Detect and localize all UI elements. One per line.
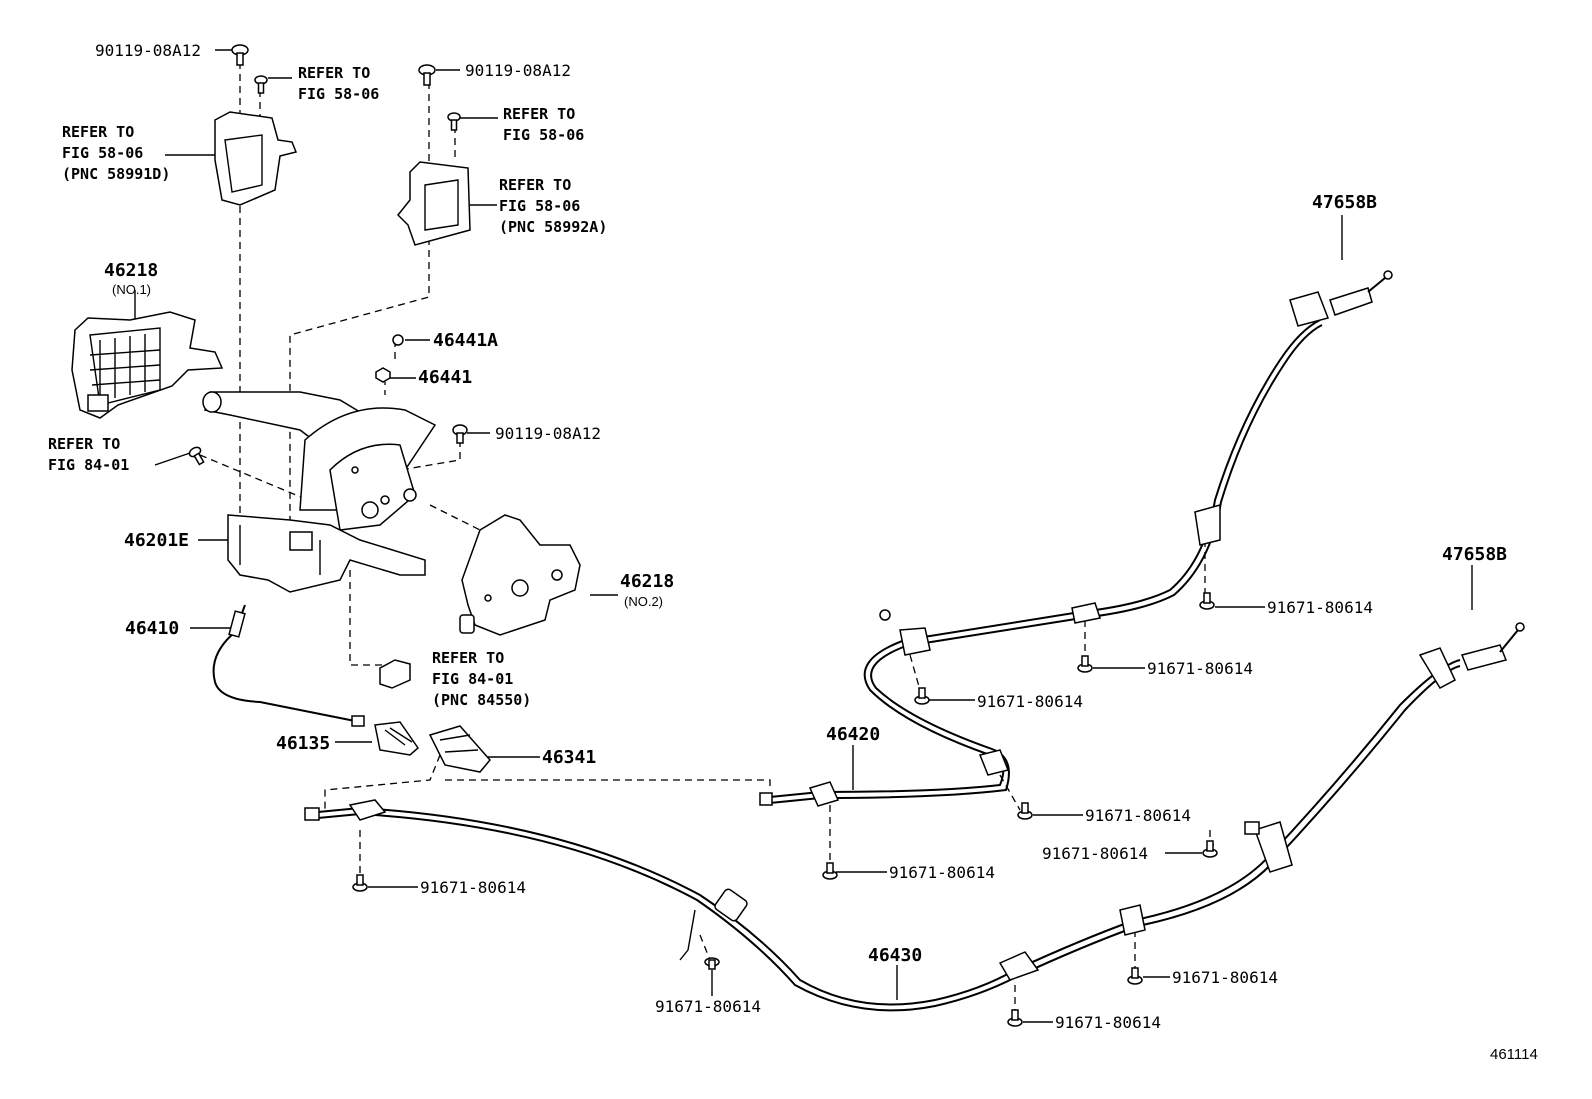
part-label-cover-no2[interactable]: 46218: [620, 571, 675, 592]
bolt-icons: [188, 44, 1218, 1027]
cover-no2-note: (NO.2): [624, 594, 663, 609]
part-label-clip-a[interactable]: 46441A: [433, 330, 499, 351]
part-label-bolt-4[interactable]: 91671-80614: [1085, 806, 1191, 825]
figure-id: 461114: [1490, 1046, 1538, 1063]
ref-fig-58-06-a[interactable]: REFER TO FIG 58-06: [298, 64, 380, 103]
leader-lines: [134, 49, 1473, 1023]
part-label-bolt-b[interactable]: 90119-08A12: [465, 61, 571, 80]
console-cover-no1: [71, 311, 224, 419]
bracket-58991d: [214, 111, 298, 206]
part-label-shoe-r[interactable]: 47658B: [1312, 192, 1378, 213]
equalizer-46341: [428, 725, 491, 773]
part-label-bolt-a[interactable]: 90119-08A12: [95, 41, 201, 60]
part-label-bolt-1[interactable]: 91671-80614: [1267, 598, 1373, 617]
ref-fig-84-01-e[interactable]: REFER TO FIG 84-01: [48, 435, 130, 474]
bracket-58992a: [396, 161, 471, 246]
part-label-lever-sub[interactable]: 46201E: [124, 530, 190, 551]
part-label-bolt-5[interactable]: 91671-80614: [1042, 844, 1148, 863]
part-label-cable-no3[interactable]: 46430: [868, 945, 923, 966]
part-label-shoe-l[interactable]: 47658B: [1442, 544, 1508, 565]
cover-no1-note: (NO.1): [112, 282, 151, 297]
connector-84550: [379, 659, 411, 689]
parking-brake-lever: [202, 391, 437, 531]
ref-fig-58-06-d[interactable]: REFER TO FIG 58-06 (PNC 58992A): [499, 176, 608, 236]
part-label-bolt-3[interactable]: 91671-80614: [977, 692, 1083, 711]
ref-fig-58-06-b[interactable]: REFER TO FIG 58-06 (PNC 58991D): [62, 123, 171, 183]
part-label-equalizer-b[interactable]: 46341: [542, 747, 597, 768]
cable-no3: [304, 622, 1525, 1012]
console-cover-no2: [459, 514, 581, 636]
part-label-bolt-2[interactable]: 91671-80614: [1147, 659, 1253, 678]
part-label-bolt-6[interactable]: 91671-80614: [889, 863, 995, 882]
part-label-cover-no1[interactable]: 46218: [104, 260, 159, 281]
part-label-equalizer-a[interactable]: 46135: [276, 733, 331, 754]
part-label-bolt-10[interactable]: 91671-80614: [655, 997, 761, 1016]
ref-fig-84-01-f[interactable]: REFER TO FIG 84-01 (PNC 84550): [432, 649, 532, 709]
ref-fig-58-06-c[interactable]: REFER TO FIG 58-06: [503, 105, 585, 144]
part-label-bolt-9[interactable]: 91671-80614: [1055, 1013, 1161, 1032]
part-label-bolt-c[interactable]: 90119-08A12: [495, 424, 601, 443]
part-label-cable-no1[interactable]: 46410: [125, 618, 180, 639]
part-label-clip[interactable]: 46441: [418, 367, 473, 388]
lever-bracket: [227, 514, 426, 593]
cable-no2: [759, 270, 1393, 807]
cable-no1: [212, 604, 365, 727]
part-label-cable-no2[interactable]: 46420: [826, 724, 881, 745]
equalizer-46135: [374, 721, 419, 756]
part-label-bolt-7[interactable]: 91671-80614: [420, 878, 526, 897]
part-label-bolt-8[interactable]: 91671-80614: [1172, 968, 1278, 987]
